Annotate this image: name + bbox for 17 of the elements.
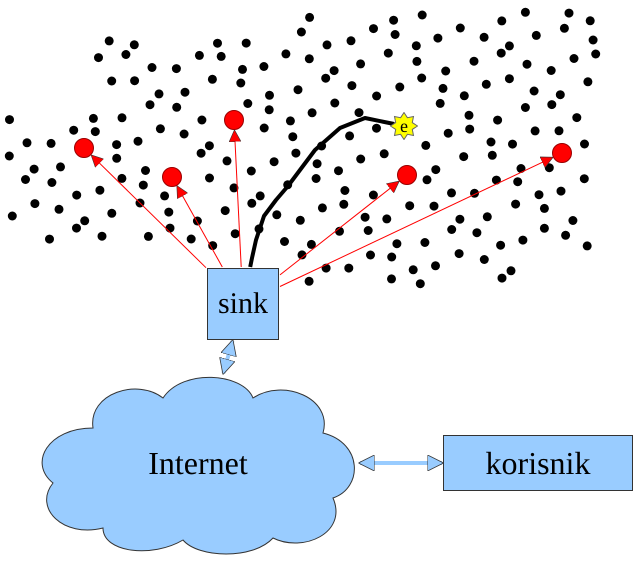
connector-arrow: [280, 156, 554, 287]
connector-arrow: [176, 185, 223, 268]
cloud-label: Internet: [148, 444, 248, 482]
sensor-node-circle: [162, 167, 182, 187]
sensor-node-circle: [552, 143, 572, 163]
sensor-node-circle: [224, 110, 244, 130]
connector-arrow: [358, 454, 444, 472]
connector-arrow: [228, 130, 242, 268]
event-label: e: [400, 116, 408, 136]
sink-box: sink: [207, 268, 279, 340]
connector-arrow: [280, 180, 400, 276]
route-line: [248, 116, 395, 268]
connector-arrow: [90, 154, 206, 268]
user-box: korisnik: [443, 435, 633, 491]
sensor-node-circle: [74, 138, 94, 158]
sensor-node-circle: [397, 165, 417, 185]
connector-arrow: [219, 339, 237, 376]
